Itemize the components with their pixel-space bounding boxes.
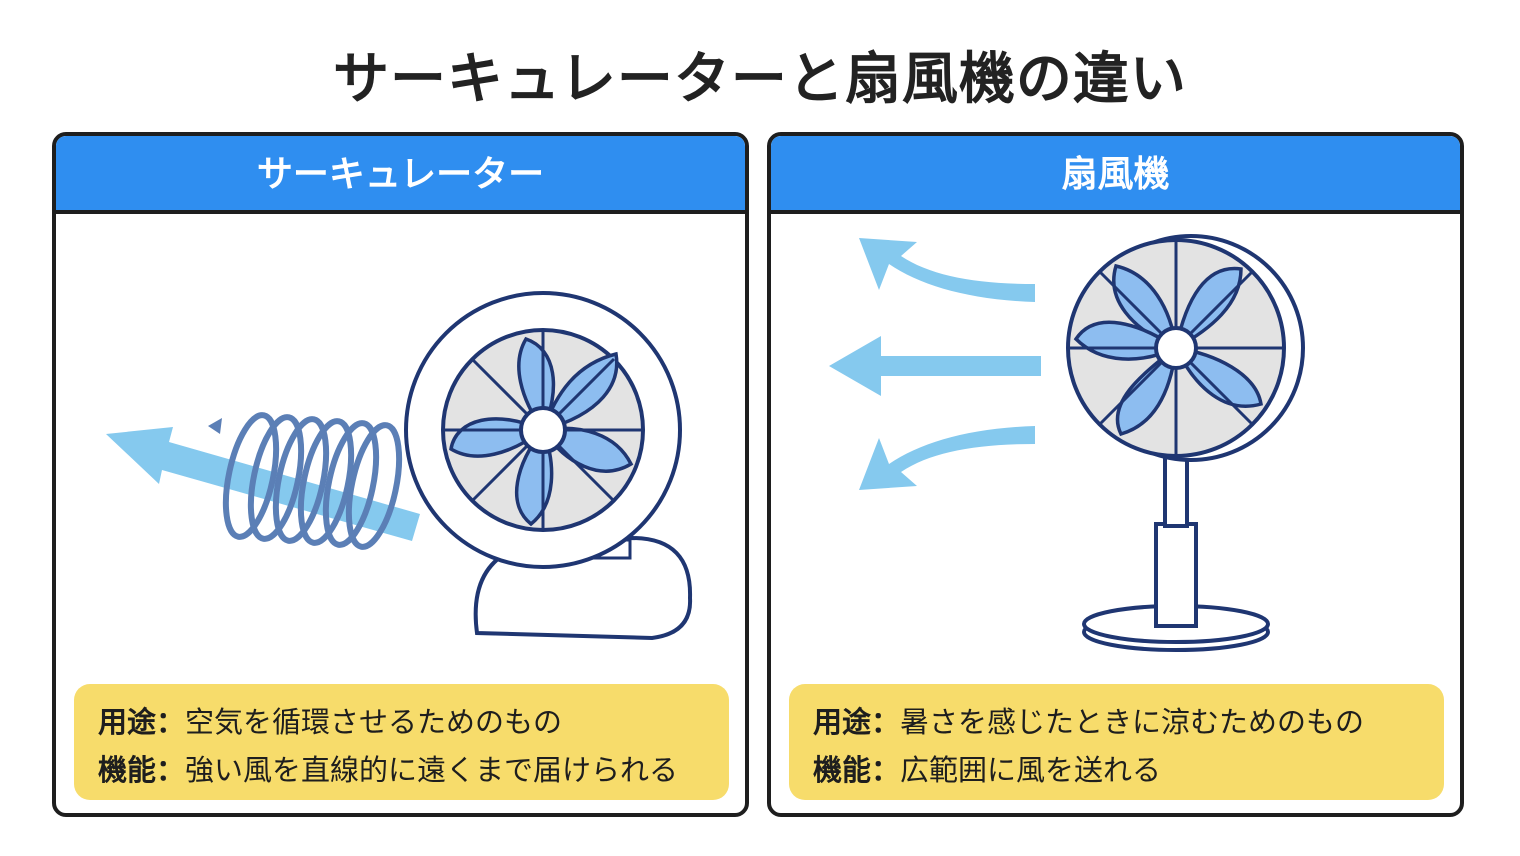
electric-fan-function: 機能：広範囲に風を送れる — [813, 753, 1162, 787]
electric-fan-header: 扇風機 — [771, 136, 1460, 214]
electric-fan-icon — [1066, 234, 1305, 652]
page-title: サーキュレーターと扇風機の違い — [333, 47, 1187, 112]
function-text: 広範囲に風を送れる — [900, 753, 1162, 787]
circulator-panel: サーキュレーター — [52, 132, 749, 817]
circulator-function: 機能：強い風を直線的に遠くまで届けられる — [98, 753, 679, 787]
circulator-info-box: 用途：空気を循環させるためのもの 機能：強い風を直線的に遠くまで届けられる — [74, 684, 729, 800]
circulator-header: サーキュレーター — [56, 136, 745, 214]
spiral-wind-icon — [208, 412, 403, 550]
circulator-illustration — [106, 291, 693, 641]
usage-label: 用途 — [813, 705, 872, 739]
usage-text: 暑さを感じたときに涼むためのもの — [900, 705, 1365, 739]
usage-text: 空気を循環させるためのもの — [185, 705, 563, 739]
electric-fan-info-box: 用途：暑さを感じたときに涼むためのもの 機能：広範囲に風を送れる — [789, 684, 1444, 800]
function-label: 機能 — [98, 753, 157, 787]
wide-wind-arrows-icon — [829, 238, 1041, 490]
circulator-usage: 用途：空気を循環させるためのもの — [98, 705, 563, 739]
circulator-icon — [404, 291, 693, 641]
function-text: 強い風を直線的に遠くまで届けられる — [185, 753, 679, 787]
electric-fan-panel: 扇風機 — [767, 132, 1464, 817]
usage-label: 用途 — [98, 705, 157, 739]
electric-fan-usage: 用途：暑さを感じたときに涼むためのもの — [813, 705, 1365, 739]
function-label: 機能 — [813, 753, 872, 787]
electric-fan-illustration — [829, 234, 1305, 652]
